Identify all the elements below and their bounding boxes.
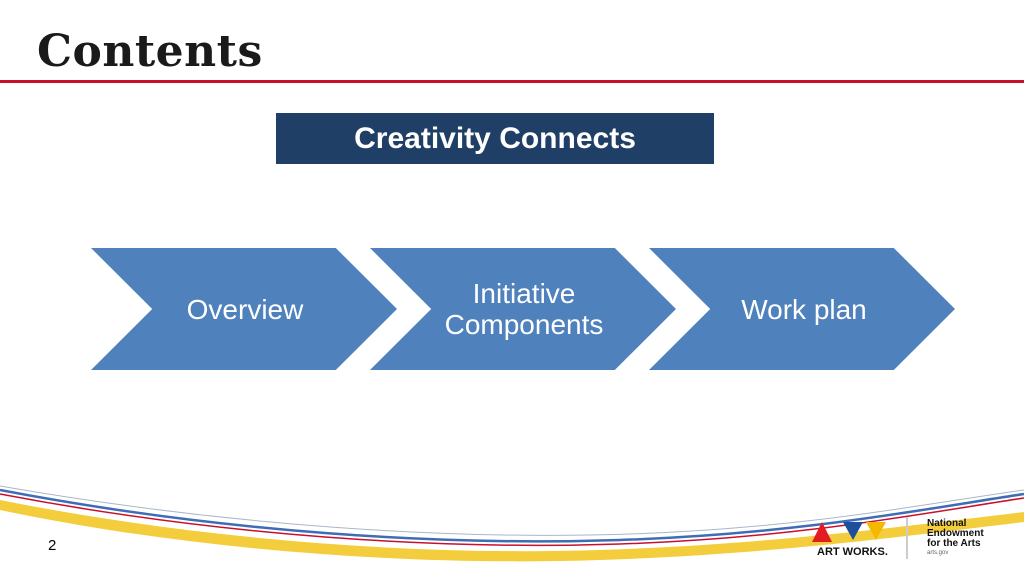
chevron-label-2: Initiative Components xyxy=(424,248,624,370)
nea-line-3: for the Arts xyxy=(927,538,981,549)
title-underline xyxy=(0,80,1024,83)
nea-url: arts.gov xyxy=(927,550,949,556)
step-2-text-line2: Components xyxy=(444,309,604,340)
slide-title: Contents xyxy=(37,26,263,77)
swoosh-red-line xyxy=(0,493,1024,547)
step-3-text: Work plan xyxy=(741,293,867,325)
yellow-triangle-icon xyxy=(866,522,886,540)
nea-line-2: Endowment xyxy=(927,528,984,539)
chevron-label-1: Overview xyxy=(145,248,345,370)
nea-wordmark: National Endowment for the Arts xyxy=(927,519,984,549)
logo-divider xyxy=(906,517,908,559)
blue-triangle-icon xyxy=(843,522,863,540)
swoosh-gray-line xyxy=(0,485,1024,536)
step-2-text-line1: Initiative xyxy=(472,278,576,309)
nea-line-1: National xyxy=(927,518,967,529)
swoosh-yellow-band xyxy=(0,500,1024,562)
swoosh-blue-line xyxy=(0,488,1024,543)
footer-swoosh xyxy=(0,485,1024,562)
section-banner: Creativity Connects xyxy=(276,113,714,164)
step-1-text: Overview xyxy=(186,293,304,325)
chevron-label-3: Work plan xyxy=(704,248,904,370)
red-triangle-icon xyxy=(812,522,832,542)
art-works-text: ART WORKS. xyxy=(817,546,888,558)
page-number: 2 xyxy=(48,537,57,554)
art-works-logo-icon xyxy=(812,522,886,542)
